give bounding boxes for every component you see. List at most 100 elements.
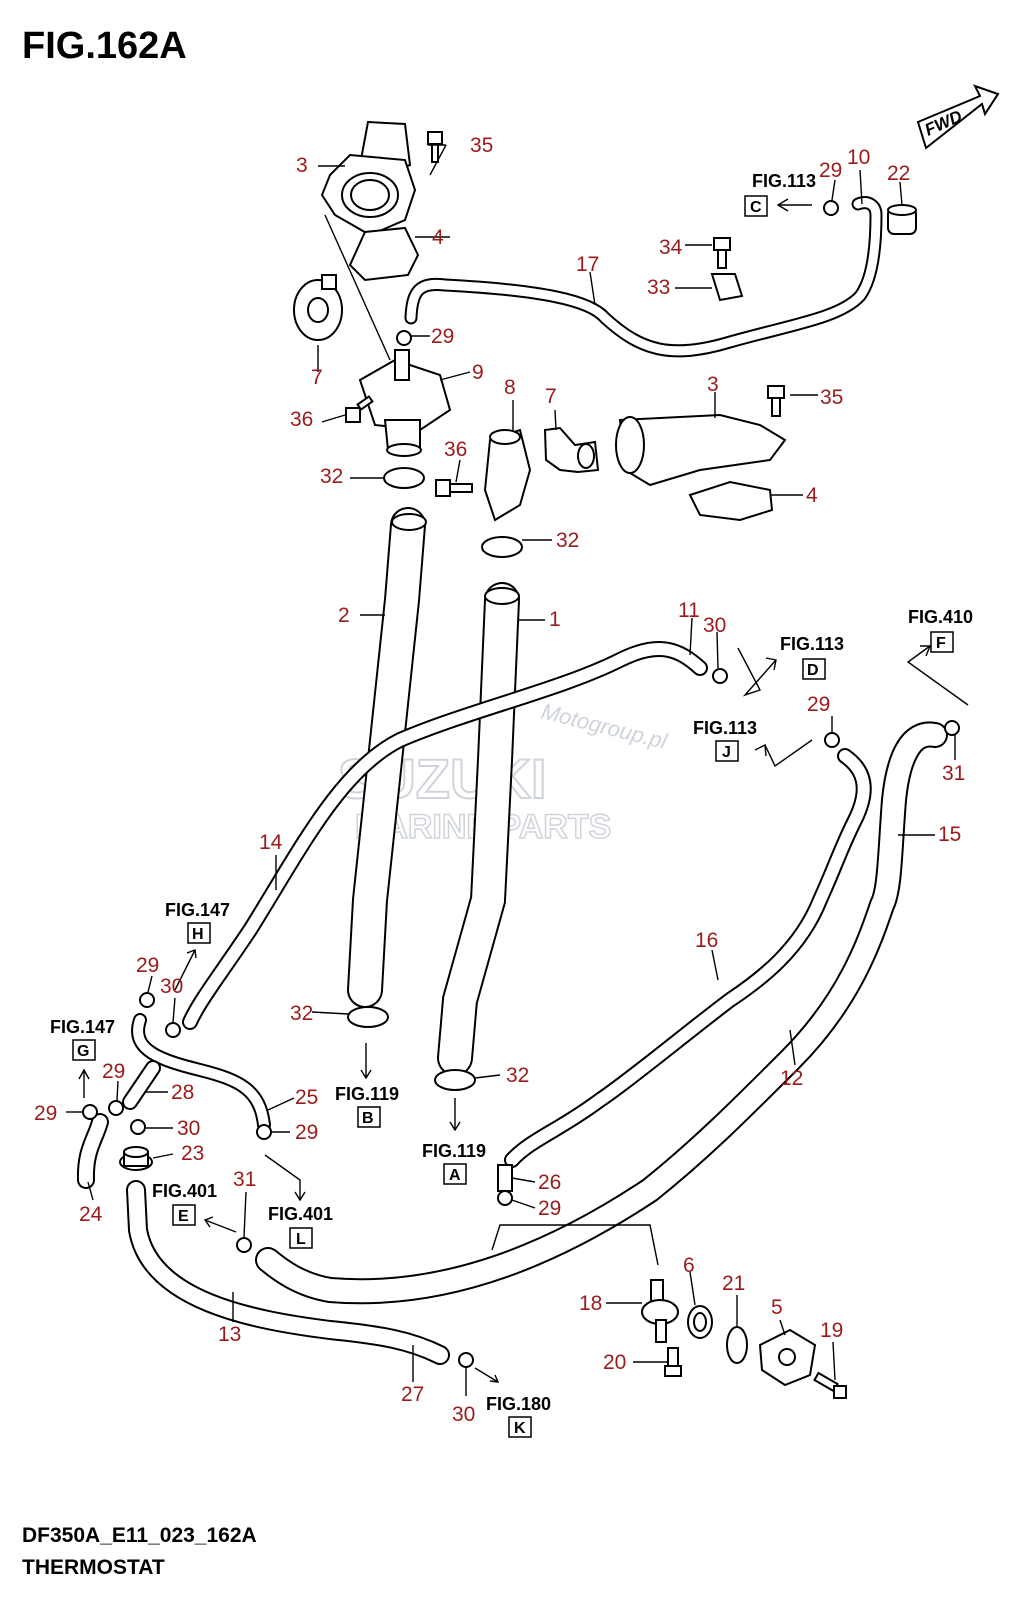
hose-28 xyxy=(122,1060,161,1110)
watermark-site: Motogroup.pl xyxy=(539,699,671,755)
callout-30b: 30 xyxy=(160,975,183,998)
hoses xyxy=(76,196,948,1365)
fig-ref-113-j-letter: J xyxy=(722,744,731,761)
fig-ref-119-a-letter: A xyxy=(449,1167,461,1184)
housing-5 xyxy=(758,1328,817,1387)
hose-16 xyxy=(504,748,872,1168)
callout-32c: 32 xyxy=(290,1002,313,1025)
callout-19: 19 xyxy=(820,1319,843,1342)
callout-4b: 4 xyxy=(806,484,818,507)
callout-29b: 29 xyxy=(819,159,842,182)
fig-ref-410-f-letter: F xyxy=(936,635,946,652)
clip-29b-icon xyxy=(823,200,839,216)
thermostat-cover-upper xyxy=(320,120,417,237)
forward-arrow-icon: FWD xyxy=(916,84,1000,150)
thermostat-right xyxy=(543,426,600,474)
callout-30d: 30 xyxy=(452,1403,475,1426)
callout-22: 22 xyxy=(887,162,910,185)
fig-ref-119-b-letter: B xyxy=(362,1110,374,1127)
callout-6: 6 xyxy=(683,1254,695,1277)
fig-ref-147-h[interactable]: FIG.147 H xyxy=(165,900,230,944)
fig-ref-147-g[interactable]: FIG.147 G xyxy=(50,1017,115,1061)
clip-33-icon xyxy=(710,273,744,302)
bolt-19-icon xyxy=(813,1371,847,1399)
elbow-8 xyxy=(483,428,532,522)
hose-2 xyxy=(347,507,427,1008)
callout-36a: 36 xyxy=(290,408,313,431)
callout-10: 10 xyxy=(847,146,870,169)
callout-17: 17 xyxy=(576,253,599,276)
callout-12: 12 xyxy=(780,1067,803,1090)
connector-26-icon xyxy=(497,1164,513,1192)
clamp-32b-icon xyxy=(481,536,523,558)
fig-ref-401-e-letter: E xyxy=(178,1208,189,1225)
callout-1: 1 xyxy=(549,608,561,631)
callout-4a: 4 xyxy=(432,226,444,249)
callout-15: 15 xyxy=(938,823,961,846)
clamp-32d-icon xyxy=(434,1069,476,1091)
callout-29f: 29 xyxy=(102,1060,125,1083)
callout-3a: 3 xyxy=(296,154,308,177)
callout-3b: 3 xyxy=(707,373,719,396)
callout-20: 20 xyxy=(603,1351,626,1374)
fig-ref-119-a-label: FIG.119 xyxy=(422,1141,486,1161)
callout-34: 34 xyxy=(659,236,683,259)
clip-29c-icon xyxy=(824,732,840,748)
footer-name: THERMOSTAT xyxy=(22,1556,165,1579)
bolt-35-lower-icon xyxy=(767,385,785,417)
clip-29e-icon xyxy=(82,1104,98,1120)
gasket-upper xyxy=(348,226,420,282)
callout-7a: 7 xyxy=(311,366,323,389)
callout-24: 24 xyxy=(79,1203,103,1226)
fig-ref-147-g-letter: G xyxy=(77,1043,89,1060)
hose-25 xyxy=(131,1013,271,1132)
fig-ref-113-d-label: FIG.113 xyxy=(780,634,844,654)
o-ring-21-icon xyxy=(726,1326,748,1364)
clip-29f-icon xyxy=(108,1100,124,1116)
callout-25: 25 xyxy=(295,1086,318,1109)
hose-14 xyxy=(182,641,708,1030)
fig-ref-410-f-label: FIG.410 xyxy=(908,607,973,627)
clip-29a-icon xyxy=(396,330,412,346)
fig-ref-180-k-label: FIG.180 xyxy=(486,1394,551,1414)
fig-ref-119-a[interactable]: FIG.119 A xyxy=(422,1141,486,1185)
callout-29d: 29 xyxy=(136,954,159,977)
clip-29h-icon xyxy=(497,1190,513,1206)
fig-ref-113-c-letter: C xyxy=(750,199,762,216)
fig-ref-180-k[interactable]: FIG.180 K xyxy=(486,1394,551,1438)
fig-ref-147-h-letter: H xyxy=(192,926,204,943)
callout-8: 8 xyxy=(504,376,516,399)
clip-30d-icon xyxy=(458,1352,474,1368)
fig-ref-113-j-label: FIG.113 xyxy=(693,718,757,738)
callout-27: 27 xyxy=(401,1383,424,1406)
fig-ref-113-d[interactable]: FIG.113 D xyxy=(780,634,844,680)
gasket-lower xyxy=(688,480,774,522)
thermostat-left xyxy=(293,274,343,341)
fig-ref-410-f[interactable]: FIG.410 F xyxy=(908,607,973,653)
fig-ref-401-e-label: FIG.401 xyxy=(152,1181,217,1201)
fig-ref-119-b[interactable]: FIG.119 B xyxy=(335,1084,399,1128)
callout-35b: 35 xyxy=(820,386,843,409)
plug-22-icon xyxy=(887,204,917,235)
hose-13-27 xyxy=(126,1180,450,1365)
callout-13: 13 xyxy=(218,1323,241,1346)
callout-21: 21 xyxy=(722,1272,745,1295)
callout-7b: 7 xyxy=(545,385,557,408)
fig-ref-113-c[interactable]: FIG.113 C xyxy=(744,171,816,217)
clamp-32c-icon xyxy=(347,1006,389,1028)
callout-32a: 32 xyxy=(320,465,343,488)
callout-14: 14 xyxy=(259,831,283,854)
fig-ref-401-l[interactable]: FIG.401 L xyxy=(268,1204,333,1249)
callout-29c: 29 xyxy=(807,693,830,716)
callout-32b: 32 xyxy=(556,529,579,552)
hose-15-12 xyxy=(255,721,948,1305)
fig-ref-401-e[interactable]: FIG.401 E xyxy=(152,1181,217,1226)
callout-36b: 36 xyxy=(444,438,467,461)
clip-30a-icon xyxy=(712,668,728,684)
bolt-20-icon xyxy=(664,1347,682,1377)
callout-18: 18 xyxy=(579,1292,602,1315)
fig-ref-401-l-letter: L xyxy=(296,1231,306,1248)
fig-ref-113-c-label: FIG.113 xyxy=(752,171,816,191)
fig-ref-113-j[interactable]: FIG.113 J xyxy=(693,718,757,762)
callout-28: 28 xyxy=(171,1081,194,1104)
